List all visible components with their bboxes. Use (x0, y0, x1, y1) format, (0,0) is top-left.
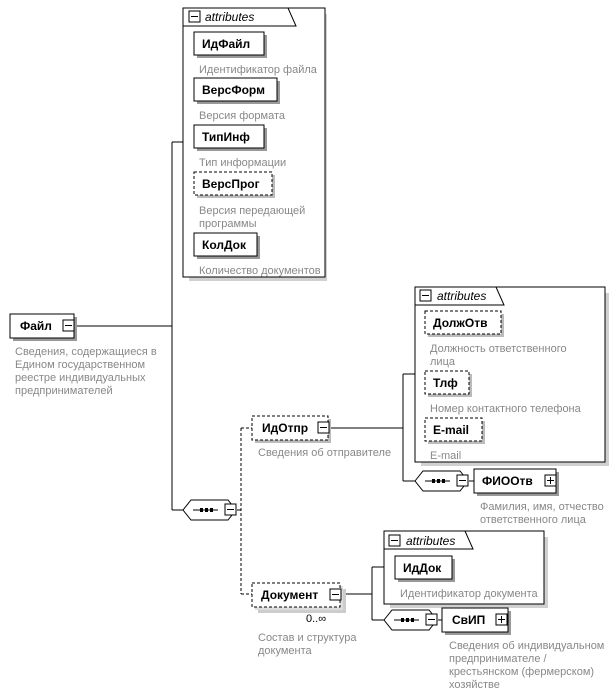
document-occurrence: 0..∞ (306, 613, 327, 625)
root-element-name: Файл (20, 319, 52, 333)
attr-email-name: E-mail (433, 423, 470, 437)
attr-tipinf-name: ТипИнф (202, 130, 250, 144)
root-element-box[interactable] (9, 313, 77, 341)
attr-box-versform[interactable] (193, 77, 280, 104)
attr-versprog-desc-2: программы (199, 218, 257, 230)
svip-desc-1: Сведения об индивидуальном (449, 640, 605, 652)
attr-box-dolzhotv[interactable] (424, 310, 504, 337)
attr-versprog-name: ВерсПрог (202, 177, 260, 191)
attr-box-idfile[interactable] (193, 31, 267, 58)
sequence-compositor-1[interactable] (182, 499, 237, 521)
sequence-compositor-2[interactable] (414, 470, 469, 492)
attr-box-versprog[interactable] (193, 171, 275, 198)
fio-desc-1: Фамилия, имя, отчество (480, 501, 604, 513)
attr-iddok-desc: Идентификатор документа (400, 588, 538, 600)
root-desc-2: Едином государственном (15, 359, 146, 371)
sender-element-name: ИдОтпр (262, 421, 309, 435)
connectors (77, 141, 474, 621)
document-attributes-title: attributes (406, 534, 456, 548)
attr-iddok-name: ИдДок (403, 561, 442, 575)
attr-box-koldok[interactable] (193, 232, 260, 259)
svip-desc-4: хозяйстве (449, 679, 500, 691)
attr-email-desc: E-mail (430, 450, 462, 462)
fio-element-box[interactable] (473, 468, 559, 496)
fio-desc-2: ответственного лица (480, 514, 586, 526)
attr-box-iddok[interactable] (394, 555, 455, 582)
attr-tlf-desc: Номер контактного телефона (430, 403, 581, 415)
document-desc-2: документа (258, 645, 312, 657)
attr-idfile-name: ИдФайл (202, 37, 251, 51)
attr-tipinf-desc: Тип информации (199, 157, 287, 169)
svip-element-name: СвИП (452, 613, 486, 627)
attr-versform-name: ВерсФорм (202, 83, 265, 97)
document-element-box[interactable] (251, 582, 346, 613)
attr-dolzhotv-name: ДолжОтв (433, 316, 488, 330)
svip-desc-2: предпринимателе / (449, 653, 547, 665)
root-desc-4: предпринимателей (15, 385, 113, 397)
attr-box-tipinf[interactable] (193, 124, 267, 151)
root-desc-1: Сведения, содержащиеся в (15, 346, 157, 358)
attr-box-email[interactable] (424, 417, 485, 444)
file-attributes-title: attributes (205, 10, 255, 24)
attr-idfile-desc: Идентификатор файла (199, 64, 317, 76)
attr-dolzhotv-desc-1: Должность ответственного (430, 343, 567, 355)
attr-koldok-desc: Количество документов (199, 265, 321, 277)
fio-element-name: ФИООтв (482, 474, 533, 488)
attr-tlf-name: Тлф (433, 376, 458, 390)
sequence-compositor-3[interactable] (383, 609, 438, 631)
sender-desc: Сведения об отправителе (258, 447, 392, 459)
sender-attributes-title: attributes (437, 289, 487, 303)
svip-desc-3: крестьянском (фермерском) (449, 666, 595, 678)
attr-dolzhotv-desc-2: лица (430, 356, 455, 368)
attr-box-tlf[interactable] (424, 370, 472, 397)
document-element-name: Документ (261, 588, 319, 602)
attr-versform-desc: Версия формата (199, 110, 285, 122)
root-desc-3: реестре индивидуальных (15, 372, 146, 384)
attr-versprog-desc-1: Версия передающей (199, 205, 306, 217)
svip-element-box[interactable] (441, 607, 511, 635)
attr-koldok-name: КолДок (202, 238, 247, 252)
document-desc-1: Состав и структура (258, 632, 357, 644)
sender-element-box[interactable] (251, 415, 331, 443)
